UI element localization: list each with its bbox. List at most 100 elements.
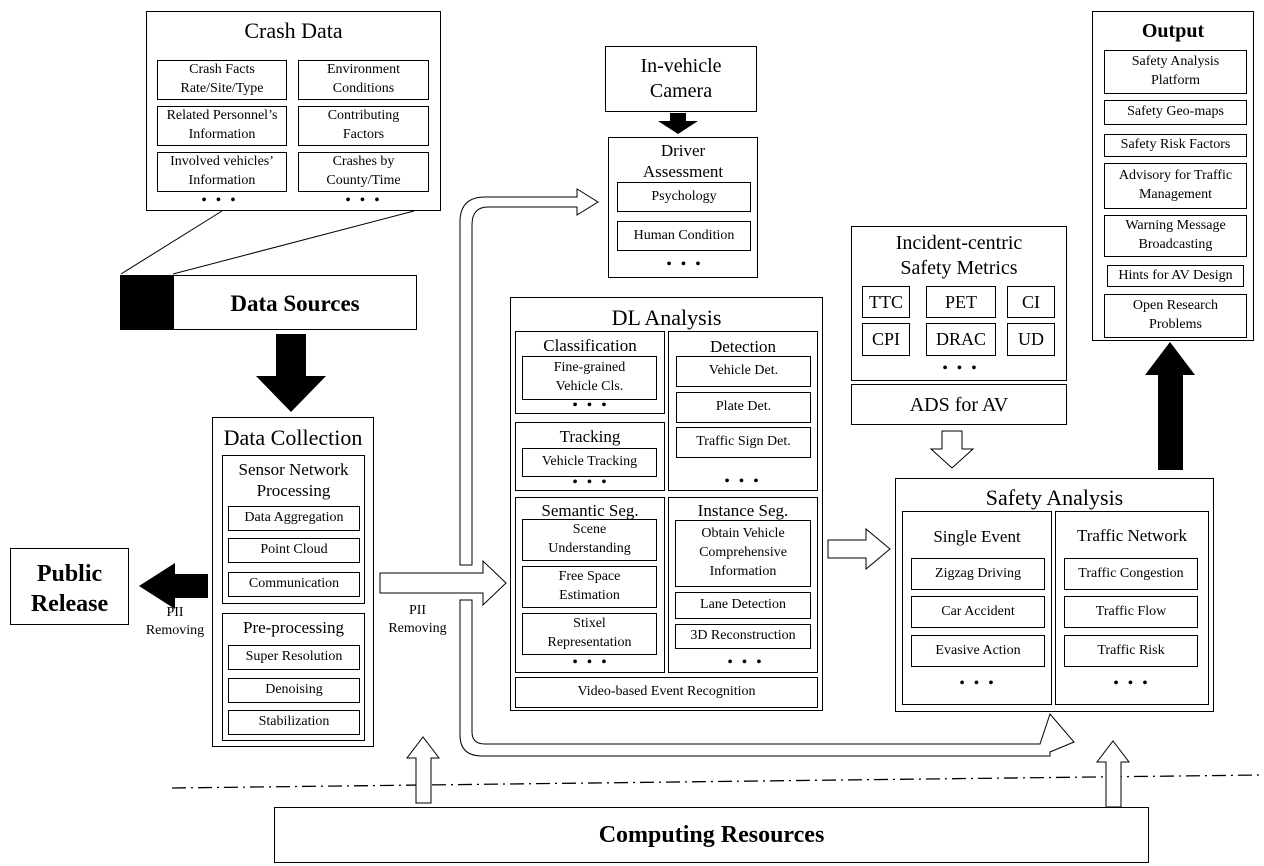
arrow-ads-to-safety [929,430,975,469]
detection-title: Detection [709,337,777,356]
traffic-network-title: Traffic Network [1076,526,1187,545]
ads-box: ADS for AV [851,384,1067,425]
instance-seg-title: Instance Seg. [697,501,789,520]
single-item-car-accident: Car Accident [911,596,1045,628]
single-event-title: Single Event [933,527,1021,546]
pii-removing-left: PII Removing [145,605,205,638]
data-sources-label: Data Sources [230,291,360,316]
dl-analysis-title: DL Analysis [611,305,722,330]
output-item-platform: Safety Analysis Platform [1104,50,1247,94]
preproc-item-denoising: Denoising [228,678,360,703]
data-collection-title: Data Collection [223,425,363,450]
driver-item-human-condition: Human Condition [617,221,751,251]
arrow-sources-to-collection [256,334,326,412]
crash-item-personnel: Related Personnel’s Information [157,106,287,146]
single-item-evasive: Evasive Action [911,635,1045,667]
output-item-av-design: Hints for AV Design [1107,265,1244,287]
sensor-network-title: Sensor Network Processing [238,460,349,501]
network-item-risk: Traffic Risk [1064,635,1198,667]
crash-data-title: Crash Data [244,18,343,43]
classification-ellipsis: • • • [572,398,610,413]
semantic-item-free-space: Free Space Estimation [522,566,657,608]
network-ellipsis: • • • [1113,676,1151,691]
sensor-item-communication: Communication [228,572,360,597]
crash-item-environment: Environment Conditions [298,60,429,100]
metric-drac: DRAC [926,323,996,356]
instance-item-vehicle-info: Obtain Vehicle Comprehensive Information [675,520,811,587]
output-item-advisory: Advisory for Traffic Management [1104,163,1247,209]
pipe-loop [459,188,599,566]
metrics-ellipsis: • • • [942,361,980,376]
dash-dot-divider [171,774,1263,789]
classification-title: Classification [543,336,637,355]
data-sources-marker [121,276,174,329]
public-release-box: Public Release [10,548,129,625]
tracking-ellipsis: • • • [572,475,610,490]
camera-box: In-vehicle Camera [605,46,757,112]
metric-cpi: CPI [862,323,910,356]
preprocessing-title: Pre-processing [242,618,345,637]
sensor-item-point-cloud: Point Cloud [228,538,360,563]
arrow-compute-to-safety [1095,740,1131,808]
zoom-line-left [120,210,223,275]
single-item-zigzag: Zigzag Driving [911,558,1045,590]
metric-pet: PET [926,286,996,318]
instance-item-lane: Lane Detection [675,592,811,619]
semantic-item-stixel: Stixel Representation [522,613,657,655]
tracking-item-vehicle: Vehicle Tracking [522,448,657,477]
data-sources-box: Data Sources [120,275,417,330]
semantic-seg-title: Semantic Seg. [541,501,639,520]
computing-resources-label: Computing Resources [598,822,825,848]
semantic-item-scene: Scene Understanding [522,519,657,561]
arrow-camera-to-driver [658,113,698,134]
arrow-collection-to-dl [379,559,507,607]
preproc-item-stabilization: Stabilization [228,710,360,735]
pii-removing-right: PII Removing [388,603,447,636]
arrow-dl-to-safety [827,527,891,571]
preproc-item-super-resolution: Super Resolution [228,645,360,670]
crash-item-factors: Contributing Factors [298,106,429,146]
ads-label: ADS for AV [909,394,1009,416]
safety-metrics-title: Incident-centric Safety Metrics [895,232,1023,279]
detection-item-plate: Plate Det. [676,392,811,423]
detection-item-vehicle: Vehicle Det. [676,356,811,387]
output-item-risk-factors: Safety Risk Factors [1104,134,1247,157]
tracking-title: Tracking [559,427,621,446]
computing-resources-box: Computing Resources [274,807,1149,863]
crash-ellipsis-left: • • • [201,193,239,208]
driver-item-psychology: Psychology [617,182,751,212]
crash-ellipsis-right: • • • [345,193,383,208]
metric-ttc: TTC [862,286,910,318]
output-title: Output [1141,20,1205,42]
sensor-item-aggregation: Data Aggregation [228,506,360,531]
zoom-line-right [172,210,415,275]
instance-ellipsis: • • • [727,655,765,670]
arrow-compute-to-collection [405,736,441,804]
output-item-geo-maps: Safety Geo-maps [1104,100,1247,125]
driver-ellipsis: • • • [666,257,704,272]
public-release-label: Public Release [30,561,109,617]
pipe-loop-bottom [459,599,1075,757]
crash-item-vehicles: Involved vehicles’ Information [157,152,287,192]
arrow-to-output [1145,342,1195,470]
video-event-recognition: Video-based Event Recognition [515,677,818,708]
crash-item-county: Crashes by County/Time [298,152,429,192]
camera-label: In-vehicle Camera [640,55,722,102]
single-ellipsis: • • • [959,676,997,691]
network-item-flow: Traffic Flow [1064,596,1198,628]
network-item-congestion: Traffic Congestion [1064,558,1198,590]
output-item-open-problems: Open Research Problems [1104,294,1247,338]
driver-assessment-title: Driver Assessment [642,141,724,182]
detection-ellipsis: • • • [724,474,762,489]
metric-ci: CI [1007,286,1055,318]
crash-item-facts: Crash Facts Rate/Site/Type [157,60,287,100]
safety-analysis-title: Safety Analysis [985,485,1124,510]
classification-item-fine-grained: Fine-grained Vehicle Cls. [522,356,657,400]
arrow-to-public-release [139,563,208,609]
instance-item-3d: 3D Reconstruction [675,624,811,649]
semantic-ellipsis: • • • [572,655,610,670]
metric-ud: UD [1007,323,1055,356]
output-item-warning: Warning Message Broadcasting [1104,215,1247,257]
detection-item-traffic-sign: Traffic Sign Det. [676,427,811,458]
